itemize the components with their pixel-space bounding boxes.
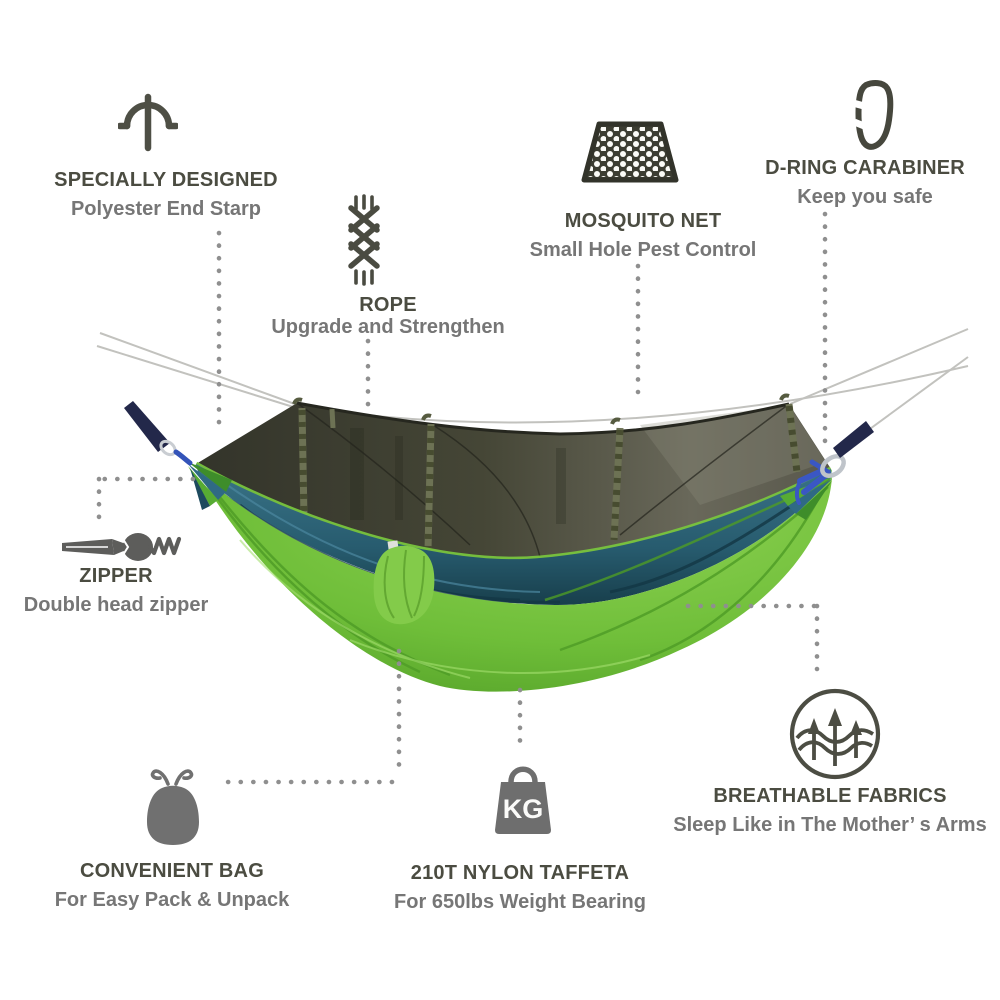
- zipper-icon: [62, 533, 182, 561]
- right-end-strap: [780, 421, 874, 520]
- suspension-ropes: [96, 328, 969, 435]
- feature-title: D-RING CARABINER: [765, 157, 965, 179]
- feature-title: SPECIALLY DESIGNED: [54, 169, 278, 191]
- hammock-green-body: [198, 472, 832, 692]
- storage-pouch: [373, 540, 435, 625]
- leader-lines: [96, 211, 828, 785]
- feature-title: ZIPPER: [79, 565, 153, 587]
- feature-zipper: ZIPPER Double head zipper: [0, 563, 232, 618]
- feature-subtitle: Sleep Like in The Mother’ s Arms: [673, 814, 987, 836]
- feature-title: BREATHABLE FABRICS: [713, 785, 947, 807]
- feature-subtitle: For Easy Pack & Unpack: [54, 889, 290, 911]
- braided-rope-icon: [348, 194, 380, 286]
- net-support-straps: [292, 393, 801, 551]
- feature-subtitle: Polyester End Starp: [70, 198, 262, 220]
- kg-weight-icon: KG: [495, 766, 551, 834]
- feature-rope: ROPE Upgrade and Strengthen: [258, 292, 518, 340]
- feature-carabiner: D-RING CARABINER Keep you safe: [735, 155, 995, 210]
- feature-subtitle: Keep you safe: [797, 186, 933, 208]
- breathable-fabric-icon: [789, 688, 881, 780]
- feature-end-strap: SPECIALLY DESIGNED Polyester End Starp: [38, 167, 294, 222]
- feature-title: CONVENIENT BAG: [80, 860, 264, 882]
- carabiner-icon: [851, 80, 894, 150]
- feature-title: 210T NYLON TAFFETA: [410, 862, 630, 884]
- feature-subtitle: Small Hole Pest Control: [529, 239, 757, 261]
- feature-bag: CONVENIENT BAG For Easy Pack & Unpack: [40, 858, 304, 913]
- mesh-net-icon: [581, 121, 679, 183]
- feature-subtitle: Double head zipper: [23, 594, 209, 616]
- feature-breathable: BREATHABLE FABRICS Sleep Like in The Mot…: [658, 783, 1000, 838]
- feature-mosquito-net: MOSQUITO NET Small Hole Pest Control: [513, 208, 773, 263]
- kg-label: KG: [503, 794, 544, 824]
- feature-title: ROPE: [359, 294, 417, 316]
- feature-subtitle: For 650lbs Weight Bearing: [394, 891, 646, 913]
- drawstring-bag-icon: [147, 769, 199, 845]
- feature-title: MOSQUITO NET: [564, 210, 722, 232]
- feature-subtitle: Upgrade and Strengthen: [271, 316, 505, 338]
- ground-stake-icon: [118, 93, 178, 152]
- feature-taffeta: 210T NYLON TAFFETA For 650lbs Weight Bea…: [385, 860, 655, 915]
